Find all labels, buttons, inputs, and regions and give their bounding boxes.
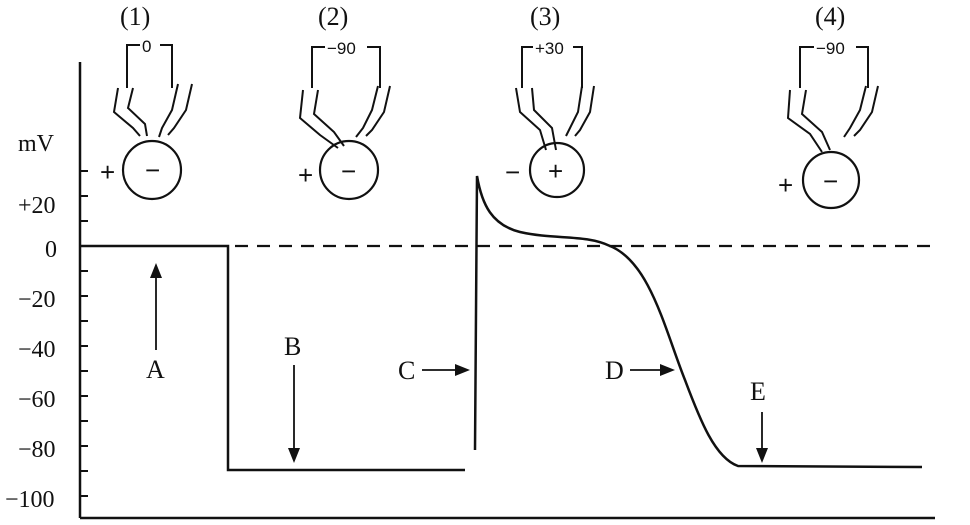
meter-reading: −90	[327, 39, 356, 58]
annotation-a: A	[146, 263, 165, 384]
annotation-label: B	[284, 332, 301, 361]
resting-potential-trace	[80, 244, 465, 472]
annotation-label: C	[398, 356, 415, 385]
tick-label: 0	[45, 237, 57, 263]
cell-circle	[318, 139, 380, 201]
annotation-label: A	[146, 355, 165, 384]
meter-reading: 0	[142, 37, 151, 56]
panel-2: (2) −90 + −	[298, 2, 391, 201]
annotation-label: E	[750, 377, 766, 406]
annotation-d: D	[605, 356, 675, 385]
panel-1: (1) 0 + −	[100, 2, 193, 201]
inside-sign: +	[548, 156, 563, 186]
panel-label: (2)	[318, 2, 348, 31]
tick-label: −20	[18, 287, 56, 313]
panel-label: (4)	[815, 2, 845, 31]
inside-sign: −	[145, 155, 160, 185]
cell-circle	[528, 141, 586, 199]
annotation-label: D	[605, 356, 624, 385]
panel-4: (4) −90 + −	[778, 2, 879, 210]
panel-label: (1)	[120, 2, 150, 31]
tick-label: −40	[18, 337, 56, 363]
tick-label: −100	[5, 487, 55, 513]
y-axis-unit: mV	[18, 131, 55, 157]
annotation-b: B	[284, 332, 301, 463]
action-potential-trace	[473, 175, 923, 469]
panel-3: (3) +30 − +	[505, 2, 595, 199]
meter-reading: +30	[535, 39, 564, 58]
inside-sign: −	[341, 156, 356, 186]
outside-sign: −	[505, 157, 520, 187]
outside-sign: +	[778, 170, 793, 200]
annotation-c: C	[398, 356, 470, 385]
panel-label: (3)	[530, 2, 560, 31]
outside-sign: +	[298, 160, 313, 190]
tick-label: −80	[18, 437, 56, 463]
tick-label: +20	[18, 193, 56, 219]
outside-sign: +	[100, 157, 115, 187]
inside-sign: −	[823, 166, 838, 196]
cell-circle	[121, 139, 183, 201]
tick-label: −60	[18, 387, 56, 413]
cell-circle	[801, 150, 861, 210]
annotation-e: E	[750, 377, 768, 463]
meter-reading: −90	[816, 39, 845, 58]
